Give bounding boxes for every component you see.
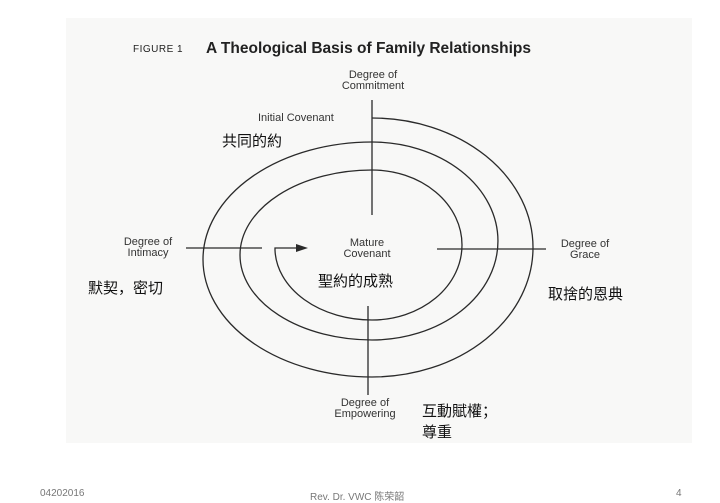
chinese-initial-covenant: 共同的約 [222, 132, 283, 150]
axis-label-intimacy: Degree of Intimacy [123, 236, 173, 259]
chinese-mature-covenant: 聖約的成熟 [318, 272, 394, 290]
axis-label-grace: Degree of Grace [560, 238, 610, 261]
chinese-empowering-line2: 尊重 [422, 423, 453, 441]
arrowhead [296, 244, 308, 252]
footer-date: 04202016 [40, 488, 85, 499]
footer-page-number: 4 [676, 488, 682, 499]
axis-label-empowering: Degree of Empowering [334, 397, 396, 420]
footer-author: Rev. Dr. VWC 陈荣韶 [310, 492, 405, 503]
figure-title: A Theological Basis of Family Relationsh… [206, 40, 531, 57]
scanned-figure-background [66, 18, 692, 443]
spiral-path [202, 117, 534, 378]
mature-covenant-label: Mature Covenant [343, 237, 391, 260]
figure-number: FIGURE 1 [133, 44, 184, 55]
chinese-intimacy: 默契，密切 [88, 279, 164, 297]
chinese-empowering-line1: 互動賦權； [422, 402, 498, 420]
initial-covenant-label: Initial Covenant [258, 112, 334, 124]
chinese-grace: 取捨的恩典 [548, 285, 624, 303]
axis-label-commitment: Degree of Commitment [341, 69, 405, 92]
